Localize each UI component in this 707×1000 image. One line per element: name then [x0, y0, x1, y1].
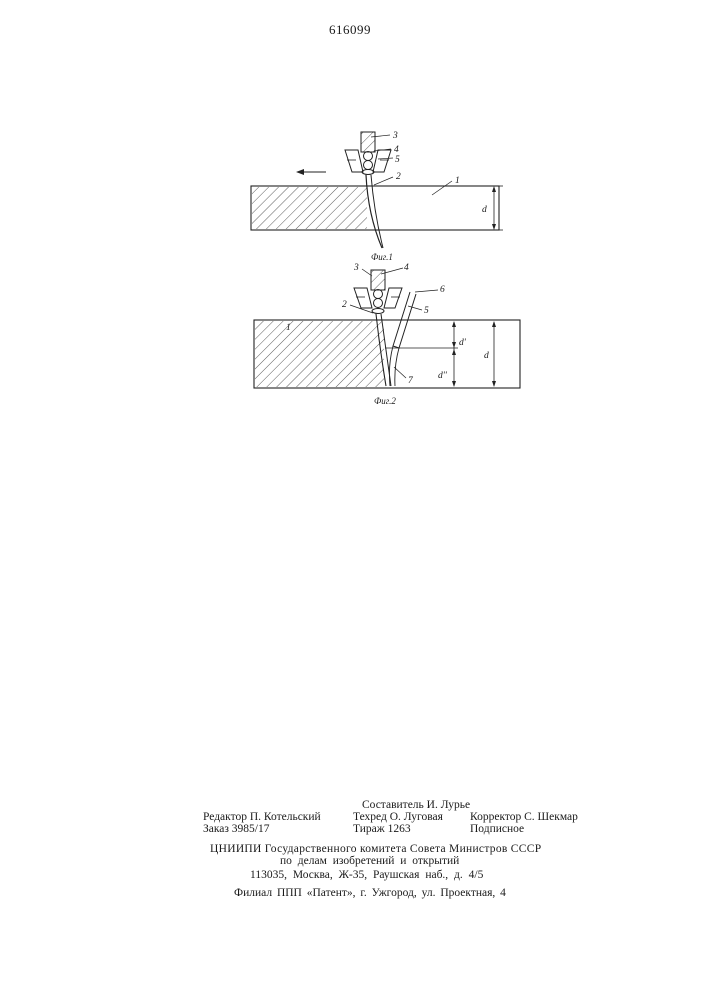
imprint-address: 113035, Москва, Ж-35, Раушская наб., д. …: [250, 869, 483, 882]
hatched-cut-2: [255, 321, 384, 387]
label-7-fig2: 7: [408, 376, 414, 386]
label-d-fig1: d: [482, 205, 487, 215]
label-2-fig1: 2: [396, 172, 401, 182]
label-6-fig2: 6: [440, 285, 445, 295]
label-3-fig2: 3: [353, 263, 359, 273]
label-d-double-prime-fig2: d'': [438, 371, 448, 381]
cutting-head-1: [345, 132, 391, 175]
imprint-institute-line2: по делам изобретений и открытий: [280, 855, 459, 868]
label-4-fig1: 4: [394, 145, 399, 155]
cutting-head-2: [354, 270, 402, 314]
label-4-fig2: 4: [404, 263, 409, 273]
hatched-cut-1: [252, 187, 367, 229]
auxiliary-tube: [389, 292, 416, 386]
imprint-branch: Филиал ППП «Патент», г. Ужгород, ул. Про…: [234, 887, 506, 900]
figure-1: 3 4 5 2 1 d Фиг.1: [251, 131, 503, 262]
caption-fig2: Фиг.2: [374, 396, 396, 406]
imprint-circulation: Тираж 1263: [353, 823, 411, 836]
label-1-fig1: 1: [455, 176, 460, 186]
label-5-fig2: 5: [424, 306, 429, 316]
label-1-fig2: 1: [286, 323, 291, 333]
label-3-fig1: 3: [392, 131, 398, 141]
imprint-subscription: Подписное: [470, 823, 524, 836]
motion-arrow: [296, 169, 326, 175]
imprint-order: Заказ 3985/17: [203, 823, 270, 836]
label-2-fig2: 2: [342, 300, 347, 310]
label-5-fig1: 5: [395, 155, 400, 165]
label-d-fig2: d: [484, 351, 489, 361]
label-d-prime-fig2: d': [459, 338, 467, 348]
figure-2: 3 4 2 5 6 1 d' d d'' 7 Фиг.2: [254, 263, 520, 406]
dimension-d-1: [492, 186, 503, 230]
caption-fig1: Фиг.1: [371, 252, 393, 262]
